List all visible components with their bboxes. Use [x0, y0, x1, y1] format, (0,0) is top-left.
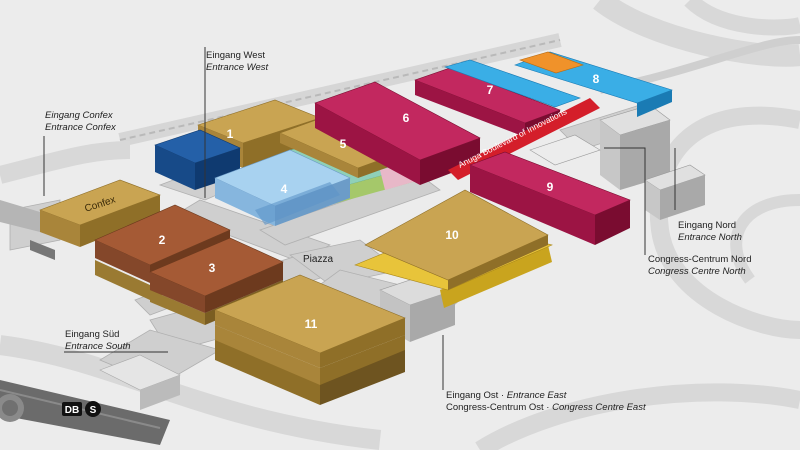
entrance-north-de: Eingang Nord: [678, 220, 736, 231]
hall-label-4: 4: [281, 182, 288, 196]
hall-label-3: 3: [209, 261, 216, 275]
congress-north-en: Congress Centre North: [648, 266, 746, 277]
piazza-label: Piazza: [303, 254, 333, 265]
db-logo-icon: [62, 402, 82, 416]
hall-label-11: 11: [305, 317, 318, 331]
db-station-badge: DB S: [62, 401, 101, 417]
hall-label-7: 7: [487, 83, 494, 97]
db-label: DB: [65, 405, 79, 416]
hall-6[interactable]: [314, 81, 481, 185]
entrance-south-en: Entrance South: [65, 341, 131, 352]
entrance-east-de: Eingang Ost: [446, 390, 499, 401]
congress-north-label: Congress-Centrum Nord Congress Centre No…: [648, 254, 751, 277]
hall-label-5: 5: [340, 137, 347, 151]
sbahn-label: S: [90, 405, 97, 416]
hall-label-2: 2: [159, 233, 166, 247]
hall-label-1: 1: [227, 127, 234, 141]
entrance-confex-de: Eingang Confex: [45, 110, 114, 121]
hall-label-10: 10: [445, 228, 459, 242]
congress-east-line: Congress-Centrum Ost · Congress Centre E…: [446, 402, 646, 413]
entrance-north-label: Eingang Nord Entrance North: [678, 220, 742, 243]
entrance-south-label: Eingang Süd Entrance South: [65, 329, 131, 352]
hall-8[interactable]: [444, 51, 673, 117]
hall-1-blue-block[interactable]: [154, 129, 241, 190]
entrance-north-en: Entrance North: [678, 232, 742, 243]
congress-east-de: Congress-Centrum Ost: [446, 402, 544, 413]
entrance-south-de: Eingang Süd: [65, 329, 119, 340]
hall-10[interactable]: [354, 189, 553, 308]
congress-east-en: Congress Centre East: [552, 402, 646, 413]
entrance-confex-label: Eingang Confex Entrance Confex: [45, 110, 117, 133]
hall-9[interactable]: [469, 151, 631, 245]
entrance-west-label: Eingang West Entrance West: [206, 50, 268, 73]
hall-4[interactable]: [214, 149, 351, 226]
entrance-confex-en: Entrance Confex: [45, 122, 117, 133]
hall-label-6: 6: [403, 111, 410, 125]
entrance-west-de: Eingang West: [206, 50, 265, 61]
entrance-east-sep: ·: [498, 390, 506, 401]
entrance-east-label: Eingang Ost · Entrance East Congress-Cen…: [446, 390, 646, 413]
hall-confex[interactable]: [0, 179, 161, 260]
hall-label-9: 9: [547, 180, 554, 194]
leader-lines: [43, 47, 676, 390]
congress-east-sep: ·: [544, 402, 552, 413]
hall-label-8: 8: [593, 72, 600, 86]
hall-11[interactable]: [214, 274, 406, 405]
sbahn-logo-icon: [85, 401, 101, 417]
entrance-east-en: Entrance East: [507, 390, 567, 401]
congress-north-de: Congress-Centrum Nord: [648, 254, 751, 265]
entrance-east-line: Eingang Ost · Entrance East: [446, 390, 567, 401]
entrance-west-en: Entrance West: [206, 62, 268, 73]
south-entrance-stairs: [99, 354, 181, 410]
